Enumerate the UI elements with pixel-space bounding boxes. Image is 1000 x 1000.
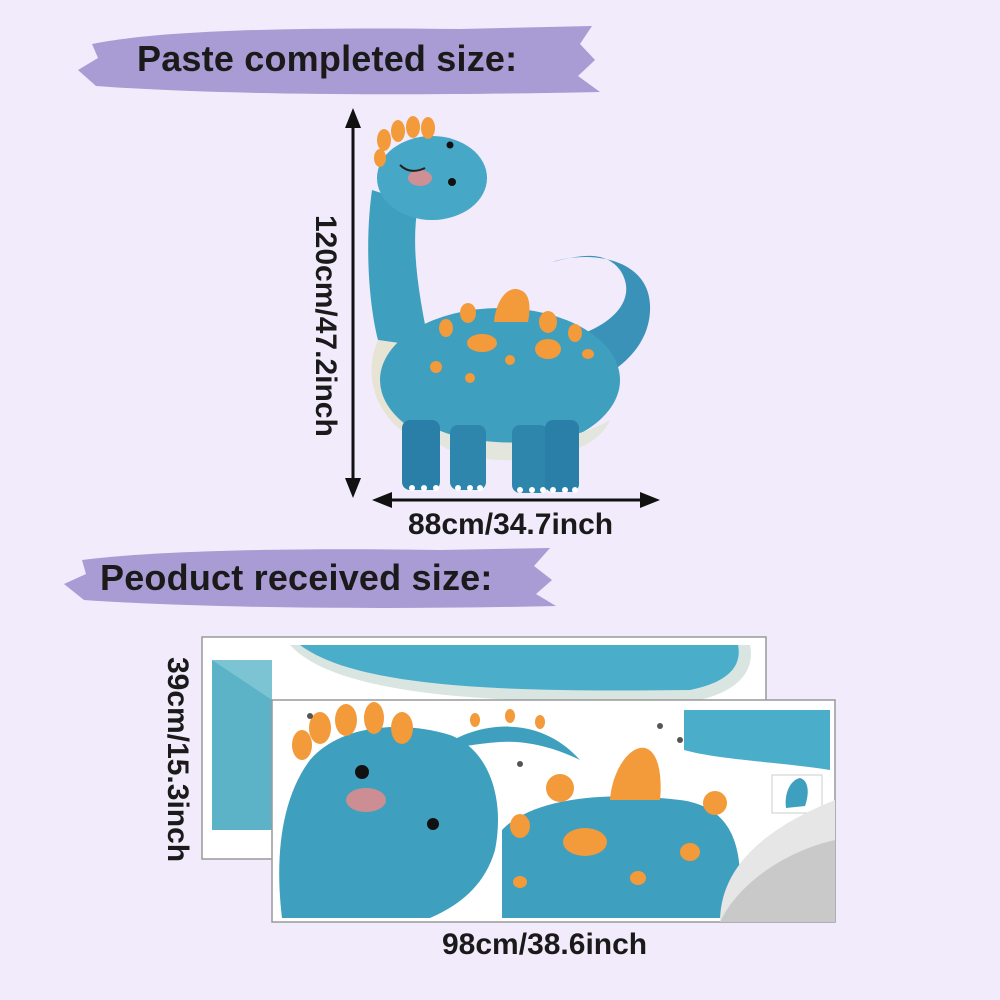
width-arrow: [372, 492, 660, 508]
height-arrow: [345, 108, 361, 498]
dinosaur-illustration: [368, 116, 651, 493]
banner-received: [64, 548, 556, 608]
completed-height-label: 120cm/47.2inch: [309, 215, 342, 437]
received-width-label: 98cm/38.6inch: [442, 928, 648, 961]
banner-completed: [78, 26, 600, 95]
title-received-size: Peoduct received size:: [100, 557, 493, 598]
title-completed-size: Paste completed size:: [137, 38, 518, 79]
sticker-sheet-front: [271, 699, 836, 923]
completed-width-label: 88cm/34.7inch: [408, 508, 614, 541]
received-height-label: 39cm/15.3inch: [161, 657, 194, 863]
